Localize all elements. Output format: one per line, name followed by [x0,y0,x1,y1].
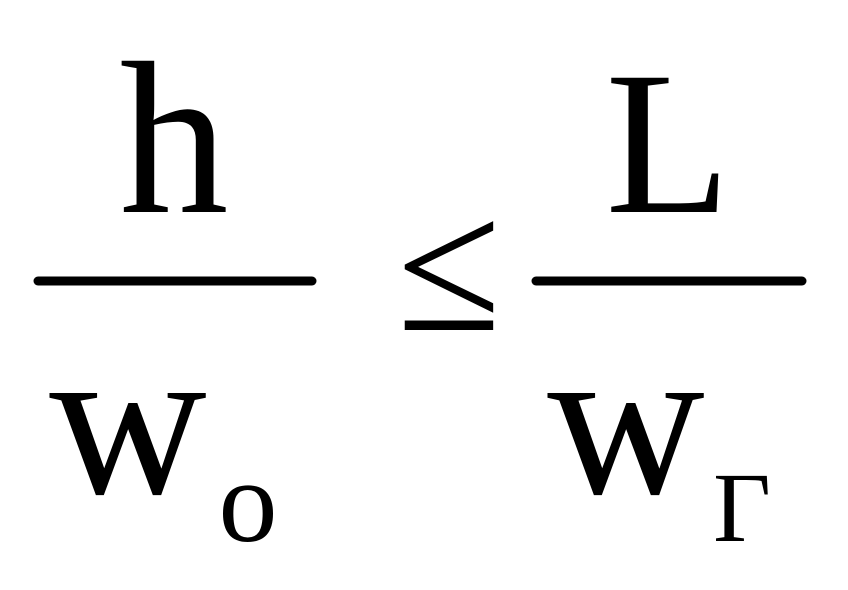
right-fraction: L w Γ [531,30,807,563]
left-subscript: o [219,436,278,567]
right-denominator: w [547,300,704,541]
left-numerator: h [120,19,229,260]
less-than-or-equal-sign: ≤ [397,162,501,372]
left-denominator: w [49,300,206,541]
left-fraction: h w o [33,19,317,567]
right-subscript: Γ [713,452,771,563]
right-numerator: L [605,30,730,257]
